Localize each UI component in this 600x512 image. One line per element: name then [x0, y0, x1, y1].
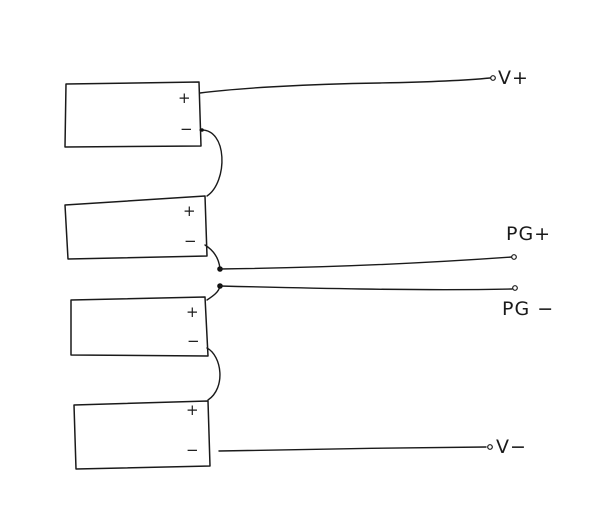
v-minus-terminal-icon [487, 444, 493, 450]
pg-plus-wire [219, 256, 513, 270]
battery-cell-2-positive-label: + [183, 202, 196, 220]
series-link-3-4 [206, 347, 221, 401]
pg-minus-terminal-icon [512, 285, 518, 291]
battery-cell-4-negative-label: − [186, 441, 199, 459]
v-plus-wire [199, 77, 491, 94]
battery-cell-1-positive-label: + [178, 89, 191, 107]
battery-cell-3-positive-label: + [186, 303, 199, 321]
series-link-1-2-joint-icon [200, 128, 204, 132]
battery-cell-2-negative-label: − [184, 232, 197, 250]
cell3-positive-wire [206, 285, 221, 301]
battery-cell-3-body [70, 296, 209, 357]
battery-cell-2-body [64, 195, 208, 260]
battery-cell-1-body [64, 81, 202, 148]
v-plus-terminal-icon [490, 75, 496, 81]
battery-cell-4-body [73, 400, 211, 470]
pg-minus-label: PG − [502, 298, 554, 320]
v-plus-label: V+ [498, 67, 529, 89]
battery-cell-3: + − [70, 296, 209, 357]
series-link-1-2 [199, 129, 223, 197]
battery-cell-2: + − [64, 195, 208, 260]
battery-cell-1-negative-label: − [180, 120, 193, 138]
v-minus-label: V− [496, 436, 527, 458]
battery-cell-4: + − [73, 400, 211, 470]
pg-plus-label: PG+ [506, 223, 551, 245]
battery-cell-4-positive-label: + [186, 401, 199, 419]
pg-minus-wire [219, 285, 513, 291]
v-minus-wire [218, 446, 487, 452]
battery-cell-3-negative-label: − [187, 332, 200, 350]
battery-cell-1: + − [64, 81, 202, 148]
pg-plus-terminal-icon [511, 254, 517, 260]
